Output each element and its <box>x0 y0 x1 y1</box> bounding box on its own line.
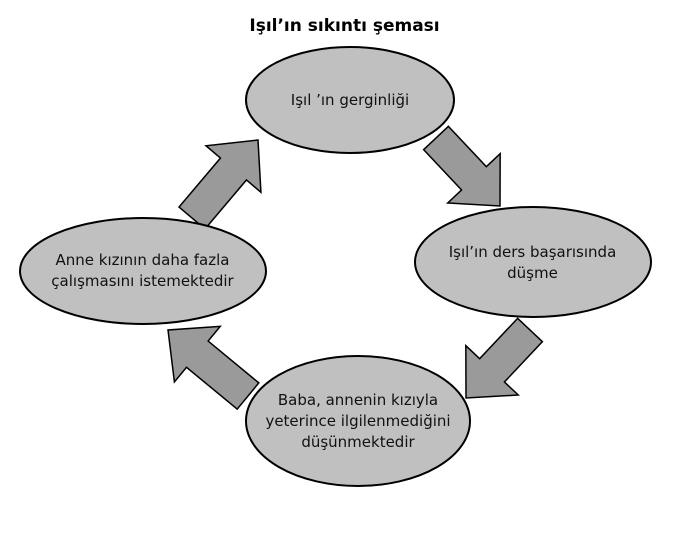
diagram-title: Işıl’ın sıkıntı şeması <box>249 16 440 36</box>
arrow-top-to-right <box>422 125 501 207</box>
node-left-shape <box>19 217 267 325</box>
node-bottom-shape <box>245 355 471 487</box>
node-top-label: Işıl ’ın gerginliği <box>290 90 410 109</box>
node-left-label: Anne kızının daha fazla çalışmasını iste… <box>51 251 234 290</box>
arrow-left-to-top <box>177 139 262 231</box>
node-right-shape <box>414 206 652 318</box>
node-right-label: Işıl’ın ders başarısında düşme <box>448 243 617 282</box>
node-bottom-label: Baba, annenin kızıyla yeterince ilgilenm… <box>265 390 451 451</box>
arrow-right-to-bottom <box>465 317 544 399</box>
arrow-bottom-to-left <box>167 325 260 411</box>
node-top-shape <box>245 46 455 154</box>
